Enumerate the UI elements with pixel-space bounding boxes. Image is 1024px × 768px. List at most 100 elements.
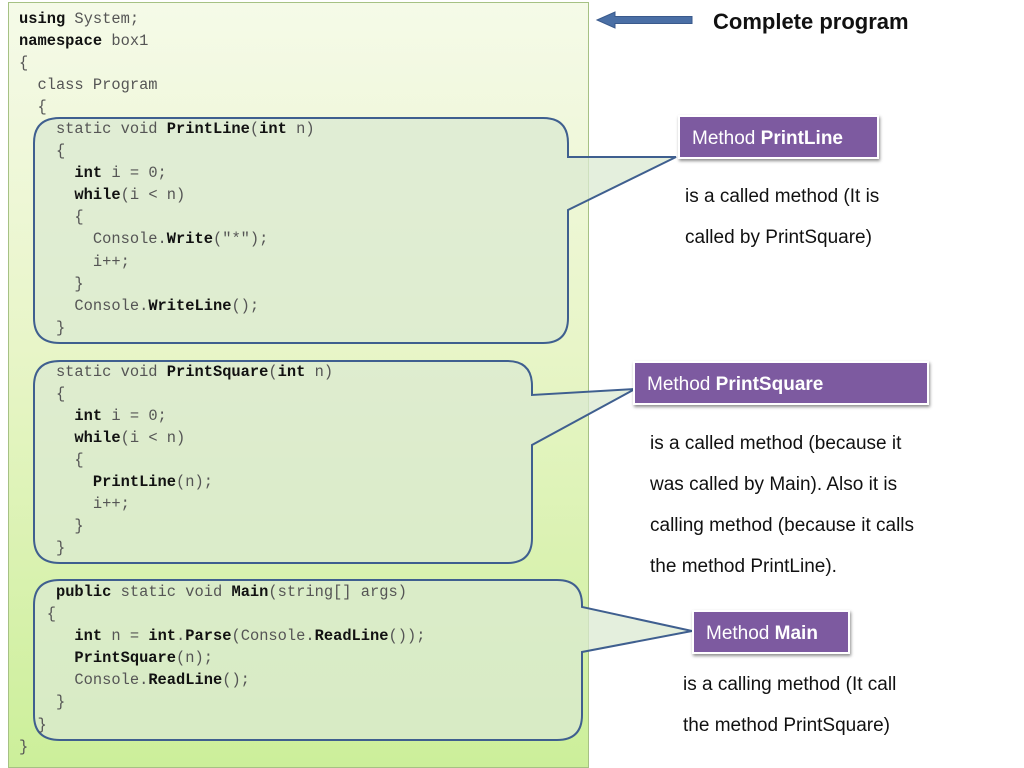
code-text: ("*"); (212, 230, 269, 249)
page-title: Complete program (713, 9, 909, 34)
description-line: is a called method (because it (650, 433, 902, 454)
code-keyword: ReadLine (314, 627, 389, 646)
description-line: the method PrintSquare) (683, 715, 891, 736)
code-line: { (19, 208, 84, 227)
code-text (19, 649, 74, 667)
code-text: . (176, 627, 186, 646)
code-line: namespace box1 (19, 32, 148, 50)
code-keyword: PrintLine (92, 472, 177, 491)
code-text: } (19, 737, 29, 756)
method-main-label: Method Main (692, 610, 850, 654)
code-keyword: WriteLine (148, 296, 232, 315)
code-line: { (19, 385, 65, 403)
code-text: i = 0; (102, 406, 167, 425)
code-text: (n); (176, 472, 213, 491)
code-text: i++; (19, 252, 130, 271)
main-description: is a calling method (It call the method … (683, 664, 896, 746)
code-line: } (19, 539, 65, 557)
code-text: static void (19, 120, 167, 139)
method-prefix: Method (706, 623, 775, 644)
code-line: int n = int.Parse(Console.ReadLine()); (19, 627, 425, 645)
code-line: { (19, 142, 65, 160)
code-text: static void (111, 583, 232, 602)
code-text (19, 407, 74, 425)
code-text: { (19, 208, 84, 227)
code-text (19, 583, 56, 601)
code-text: { (19, 605, 56, 624)
printline-description: is a called method (It is called by Prin… (685, 176, 879, 258)
method-printsquare-label: Method PrintSquare (633, 361, 929, 405)
method-prefix: Method (647, 374, 716, 395)
code-keyword: PrintSquare (166, 362, 269, 381)
code-keyword: int (74, 406, 103, 425)
code-text: ( (249, 120, 260, 139)
code-keyword: ReadLine (148, 671, 223, 690)
code-text: } (19, 274, 84, 293)
code-line: { (19, 450, 84, 469)
code-keyword: int (277, 362, 306, 381)
code-text: { (19, 54, 29, 73)
code-text: i++; (19, 495, 130, 514)
code-line: int i = 0; (19, 164, 167, 183)
code-text: class Program (19, 76, 158, 95)
code-text: ()); (388, 627, 426, 646)
code-text: box1 (102, 32, 149, 51)
code-line: { (19, 98, 46, 116)
code-line: } (19, 274, 84, 293)
code-text: (string[] args) (268, 583, 407, 602)
code-text: (); (231, 296, 260, 315)
code-text: } (19, 539, 66, 558)
description-line: calling method (because it calls (650, 515, 915, 536)
code-text (19, 186, 74, 204)
code-keyword: PrintSquare (74, 649, 177, 668)
code-line: using System; (19, 10, 139, 28)
code-text (19, 473, 93, 491)
code-text: } (19, 318, 66, 337)
main-callout (33, 579, 693, 741)
left-arrow-icon (595, 11, 693, 29)
code-line: Console.WriteLine(); (19, 297, 259, 315)
code-text: (Console. (231, 627, 315, 646)
code-text: Console. (19, 230, 167, 249)
code-keyword: int (259, 120, 287, 139)
code-line: PrintLine(n); (19, 473, 213, 491)
code-text (19, 627, 74, 645)
code-text: (i < n) (120, 428, 186, 447)
code-keyword: PrintLine (166, 120, 250, 139)
code-line: static void PrintLine(int n) (19, 120, 315, 138)
code-keyword: while (74, 428, 121, 447)
code-text: n = (102, 627, 149, 646)
description-line: is a called method (It is (685, 186, 880, 207)
method-name: Main (774, 623, 818, 644)
method-printline-label: Method PrintLine (678, 115, 879, 159)
code-line: } (19, 517, 83, 535)
code-line: int i = 0; (19, 406, 167, 425)
code-text (19, 164, 74, 182)
description-line: was called by Main). Also it is (650, 474, 898, 495)
method-prefix: Method (692, 128, 761, 149)
code-text: static void (19, 362, 167, 381)
code-text (19, 429, 74, 447)
printsquare-callout (33, 360, 636, 564)
code-line: } (19, 716, 46, 734)
code-line: } (19, 693, 65, 711)
code-text: { (19, 142, 66, 161)
method-name: PrintLine (760, 128, 843, 149)
code-line: } (19, 738, 28, 756)
code-text: (n); (176, 649, 213, 668)
code-keyword: Write (166, 230, 213, 249)
code-line: } (19, 319, 65, 337)
code-text: } (19, 693, 66, 712)
code-line: { (19, 54, 28, 72)
code-line: while(i < n) (19, 429, 185, 447)
code-keyword: Parse (185, 627, 232, 646)
code-text: { (19, 450, 84, 469)
code-text: i = 0; (102, 164, 167, 183)
description-line: the method PrintLine). (650, 556, 837, 577)
code-keyword: public (55, 583, 112, 602)
code-text: (i < n) (120, 186, 186, 205)
code-text: { (19, 384, 66, 403)
code-keyword: int (148, 627, 177, 646)
code-keyword: while (74, 186, 121, 205)
method-name: PrintSquare (715, 374, 824, 395)
